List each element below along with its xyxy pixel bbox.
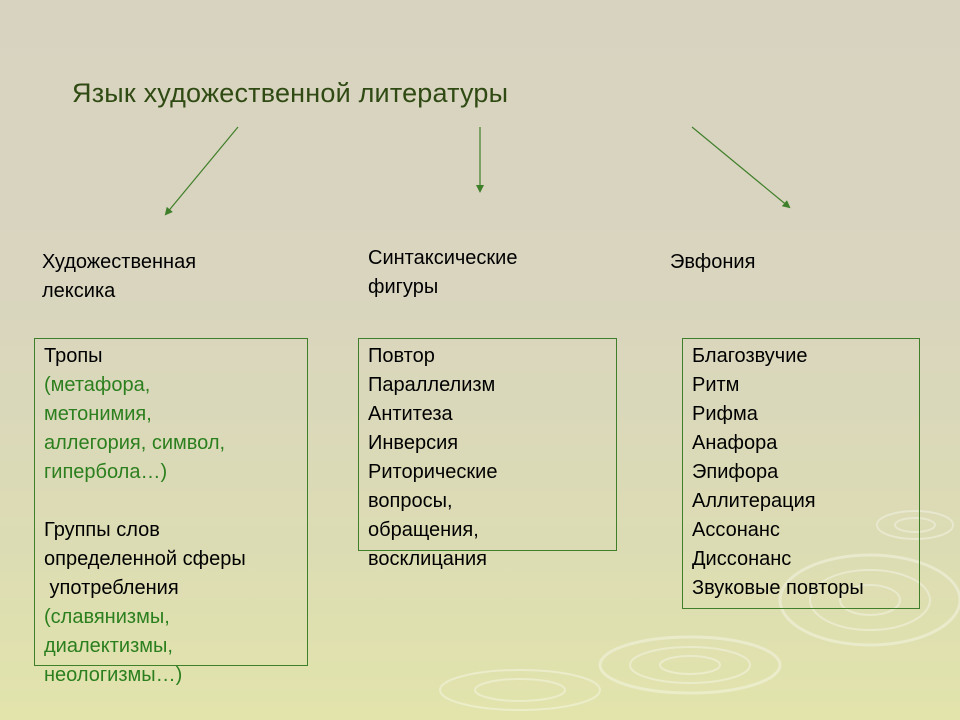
list-item: Рифма xyxy=(692,403,758,425)
box-euphony xyxy=(682,338,920,609)
list-item: Эпифора xyxy=(692,461,779,483)
box-euphony-content: Благозвучие Ритм Рифма Анафора Эпифора А… xyxy=(692,342,864,603)
heading-syntax: Синтаксические фигуры xyxy=(368,247,518,298)
tropes-label: Тропы xyxy=(44,345,103,367)
list-item: вопросы, xyxy=(368,490,453,512)
box-syntax-content: Повтор Параллелизм Антитеза Инверсия Рит… xyxy=(368,342,497,574)
list-item: Аллитерация xyxy=(692,490,816,512)
list-item: Риторические xyxy=(368,461,498,483)
heading-euphony: Эвфония xyxy=(670,251,756,273)
box-syntax xyxy=(358,338,617,551)
list-item: Благозвучие xyxy=(692,345,808,367)
list-item: Ассонанс xyxy=(692,519,780,541)
list-item: Параллелизм xyxy=(368,374,496,396)
list-item: Анафора xyxy=(692,432,778,454)
groups-label: Группы слов xyxy=(44,519,160,541)
list-item: Инверсия xyxy=(368,432,459,454)
list-item: Антитеза xyxy=(368,403,453,425)
arrow-to-lexicon xyxy=(164,126,239,216)
heading-lexicon: Художественная лексика xyxy=(42,251,197,302)
box-lexicon xyxy=(34,338,308,666)
diagram-title: Язык художественной литературы xyxy=(72,78,509,108)
list-item: Звуковые повторы xyxy=(692,577,864,599)
list-item: Повтор xyxy=(368,345,435,367)
list-item: восклицания xyxy=(368,548,487,570)
list-item: обращения, xyxy=(368,519,479,541)
box-lexicon-content: Тропы (метафора, метонимия, аллегория, с… xyxy=(44,342,298,690)
list-item: Ритм xyxy=(692,374,740,396)
arrow-to-euphony xyxy=(691,126,791,209)
list-item: Диссонанс xyxy=(692,548,792,570)
